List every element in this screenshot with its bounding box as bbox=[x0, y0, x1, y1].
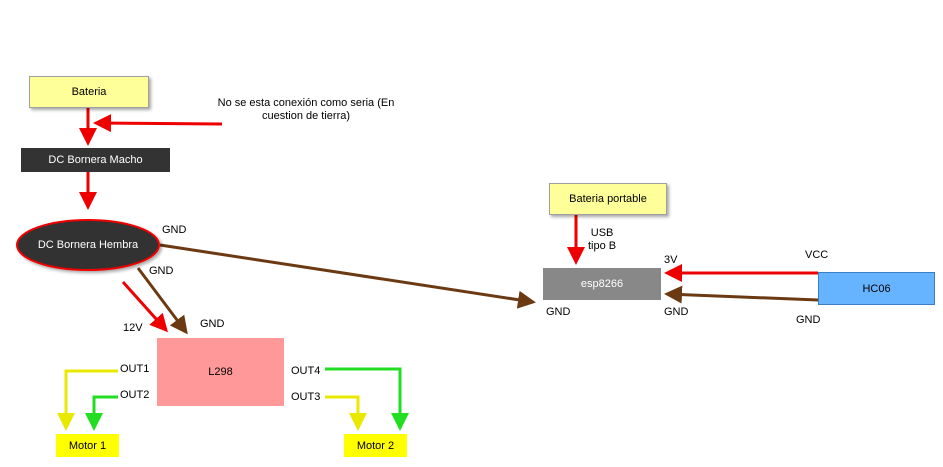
arrow-note-to-wire bbox=[93, 114, 223, 133]
label-out1: OUT1 bbox=[120, 363, 150, 375]
label-tipo-b: tipo B bbox=[588, 240, 617, 252]
label-gnd-hc06: GND bbox=[796, 314, 821, 326]
label-gnd-hembra-down: GND bbox=[149, 265, 174, 277]
label-12v: 12V bbox=[123, 322, 143, 334]
note-text: No se esta conexión como seria (En cuest… bbox=[196, 97, 416, 123]
dc-bornera-hembra-shape bbox=[16, 219, 160, 271]
motor1-node: Motor 1 bbox=[56, 434, 119, 457]
dc-bornera-hembra-label: DC Bornera Hembra bbox=[37, 239, 139, 251]
label-usb-tipo-b: USB tipo B bbox=[588, 227, 616, 253]
wire-out2-to-motor1 bbox=[85, 395, 118, 431]
label-out3: OUT3 bbox=[291, 391, 321, 403]
arrow-hembra-gnd-to-esp bbox=[159, 243, 536, 309]
esp8266-node: esp8266 bbox=[543, 268, 661, 300]
motor2-node: Motor 2 bbox=[344, 434, 407, 457]
hc06-node: HC06 bbox=[818, 272, 935, 305]
label-out2: OUT2 bbox=[120, 389, 150, 401]
label-gnd-esp-left: GND bbox=[546, 306, 571, 318]
label-usb: USB bbox=[590, 227, 614, 239]
label-3v: 3V bbox=[664, 254, 678, 266]
arrow-hc06-gnd-to-esp bbox=[664, 285, 819, 304]
l298-node: L298 bbox=[157, 338, 284, 406]
arrow-hembra-12v-to-l298 bbox=[121, 280, 169, 333]
note-line1: No se esta conexión como seria (En bbox=[217, 97, 395, 109]
label-out4: OUT4 bbox=[291, 365, 321, 377]
label-gnd-esp-right: GND bbox=[664, 306, 689, 318]
wire-out1-to-motor1 bbox=[57, 369, 118, 431]
bateria-portable-node: Bateria portable bbox=[549, 183, 667, 215]
label-gnd-hembra-right: GND bbox=[162, 224, 187, 236]
arrow-hembra-gnd-to-l298 bbox=[136, 267, 188, 335]
note-line2: cuestion de tierra) bbox=[261, 110, 351, 122]
label-gnd-l298: GND bbox=[200, 318, 225, 330]
dc-bornera-macho-node: DC Bornera Macho bbox=[21, 148, 170, 172]
wire-out3-to-motor2 bbox=[325, 395, 367, 431]
bateria-node: Bateria bbox=[29, 76, 149, 108]
label-vcc: VCC bbox=[805, 249, 829, 261]
wire-out4-to-motor2 bbox=[325, 367, 409, 431]
